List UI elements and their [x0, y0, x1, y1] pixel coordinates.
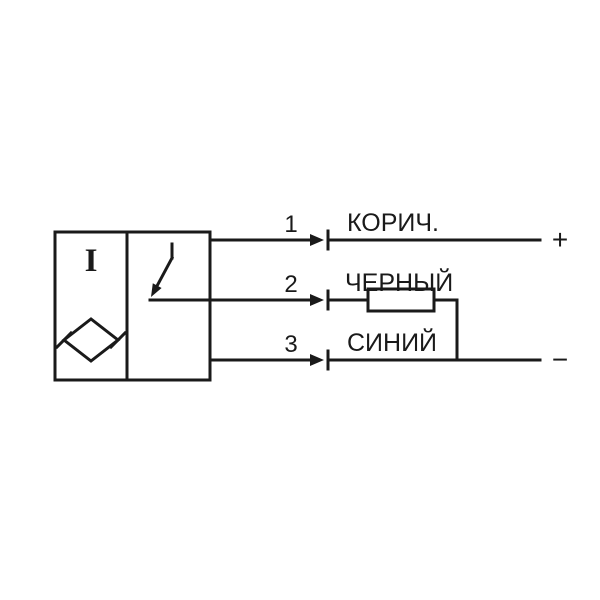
switch-symbol-icon [151, 242, 175, 297]
inductive-element-icon [54, 317, 128, 363]
connector-3-arrow-icon [310, 354, 324, 366]
wire-2 [148, 287, 459, 362]
connector-1-arrow-icon [310, 234, 324, 246]
pin-1-number-label: 1 [284, 211, 297, 238]
diamond-shape [61, 317, 121, 363]
connector-2-arrow-icon [310, 294, 324, 306]
pin-3-number-label: 3 [284, 331, 297, 358]
wire-3-color-label: СИНИЙ [347, 327, 437, 357]
switch-arrow-icon [151, 283, 162, 297]
sensor-symbol: I [53, 230, 212, 382]
wire-1 [208, 229, 542, 251]
plus-terminal-label: + [552, 224, 568, 255]
diamond-tick-right [108, 330, 128, 350]
wire-2-color-label: ЧЕРНЫЙ [345, 267, 453, 297]
wire-1-color-label: КОРИЧ. [347, 209, 439, 237]
minus-terminal-label: − [552, 344, 568, 375]
sensor-box [53, 230, 212, 382]
pin-2-number-label: 2 [284, 271, 297, 298]
wire-3 [208, 349, 542, 371]
sensor-type-letter: I [85, 243, 98, 279]
switch-blade [154, 255, 175, 289]
diamond-tick-left [54, 330, 74, 350]
